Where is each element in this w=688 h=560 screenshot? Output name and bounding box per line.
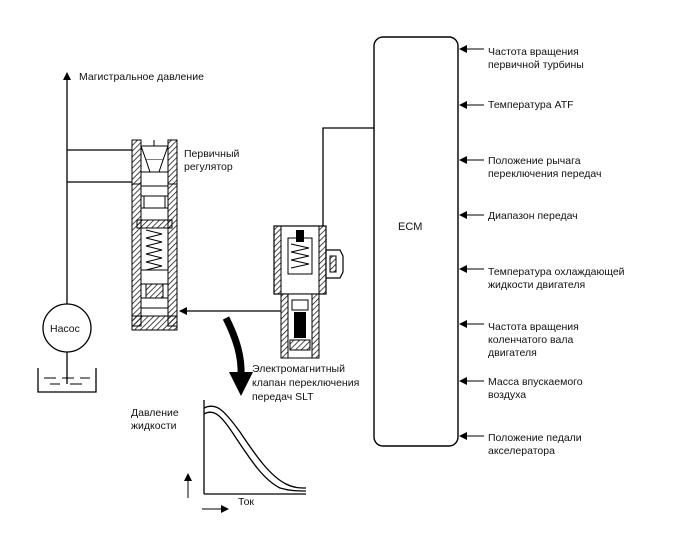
input-accel-pedal-line1: Положение педали [488,432,582,444]
ecm-input-arrows [459,45,484,440]
input-air-mass-line1: Масса впускаемого [488,376,583,388]
ecm-label: ECM [398,221,422,233]
pump-label: Насос [50,323,80,335]
solenoid-label-line2: клапан переключения [252,377,359,389]
input-turbine-speed-line2: первичной турбины [488,59,584,71]
input-coolant-temp-line1: Температура охлаждающей [488,266,625,278]
graph-ylabel-line2: жидкости [131,420,177,432]
graph-curve-inner [203,411,307,492]
input-crank-speed-line1: Частота вращения [488,321,579,333]
input-gear-range: Диапазон передач [488,210,578,222]
input-turbine-speed-line1: Частота вращения [488,46,579,58]
ecm-box [373,36,459,447]
characteristic-graph [184,400,307,513]
primary-regulator-label-line1: Первичный [184,148,239,160]
curved-arrow [222,316,253,396]
input-shift-lever-line2: переключения передач [488,168,601,180]
input-crank-speed-line3: двигателя [488,347,537,359]
slt-solenoid-valve [273,225,344,359]
input-coolant-temp-line2: жидкости двигателя [488,279,585,291]
input-air-mass-line2: воздуха [488,389,526,401]
graph-curve-outer [203,405,307,489]
input-atf-temp: Температура ATF [488,99,574,111]
ecm-output-line [319,127,374,247]
line-pressure-label: Магистральное давление [79,71,204,83]
primary-regulator-valve [131,139,178,331]
primary-regulator-label-line2: регулятор [184,161,233,173]
graph-xlabel: Ток [238,496,254,508]
input-crank-speed-line2: коленчатого вала [488,334,573,346]
solenoid-label-line3: передач SLT [252,391,314,403]
graph-ylabel-line1: Давление [131,407,179,419]
input-accel-pedal-line2: акселератора [488,445,555,457]
solenoid-label-line1: Электромагнитный [252,363,345,375]
input-shift-lever-line1: Положение рычага [488,155,581,167]
oil-reservoir [37,368,97,393]
